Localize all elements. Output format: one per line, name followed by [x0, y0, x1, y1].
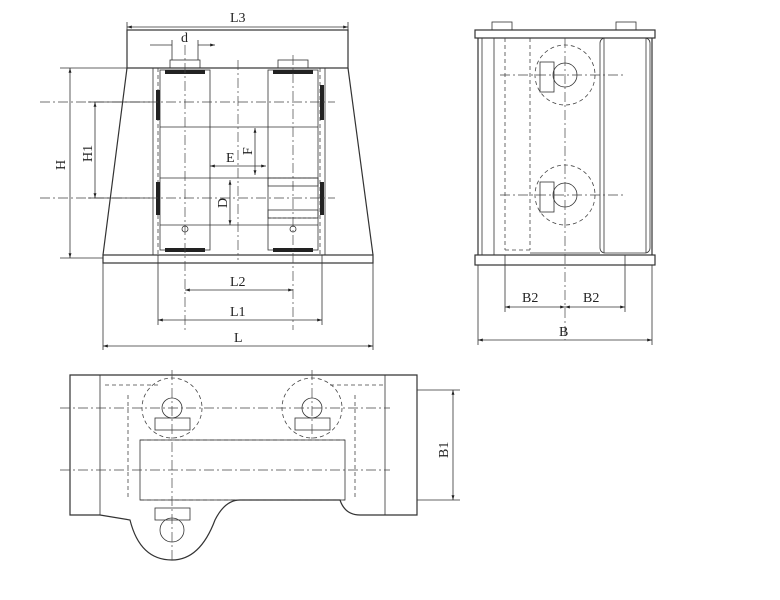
dim-L1: L1 [230, 305, 246, 320]
dim-H1: H1 [81, 145, 96, 162]
dim-d: d [181, 31, 188, 46]
front-view: L3 d H H1 E F D L2 L1 L [40, 11, 374, 350]
dim-B1: B1 [437, 442, 452, 458]
dim-B: B [559, 325, 568, 340]
dim-F: F [241, 147, 256, 155]
dim-E: E [226, 151, 235, 166]
dim-B2-left: B2 [522, 291, 538, 306]
dim-L3: L3 [230, 11, 246, 26]
dim-L2: L2 [230, 275, 246, 290]
side-view: B2 B2 B [474, 21, 656, 345]
dim-L: L [234, 331, 243, 346]
dim-D: D [216, 198, 231, 208]
top-view: B1 [60, 370, 460, 561]
dim-H: H [54, 160, 69, 170]
dim-B2-right: B2 [583, 291, 599, 306]
